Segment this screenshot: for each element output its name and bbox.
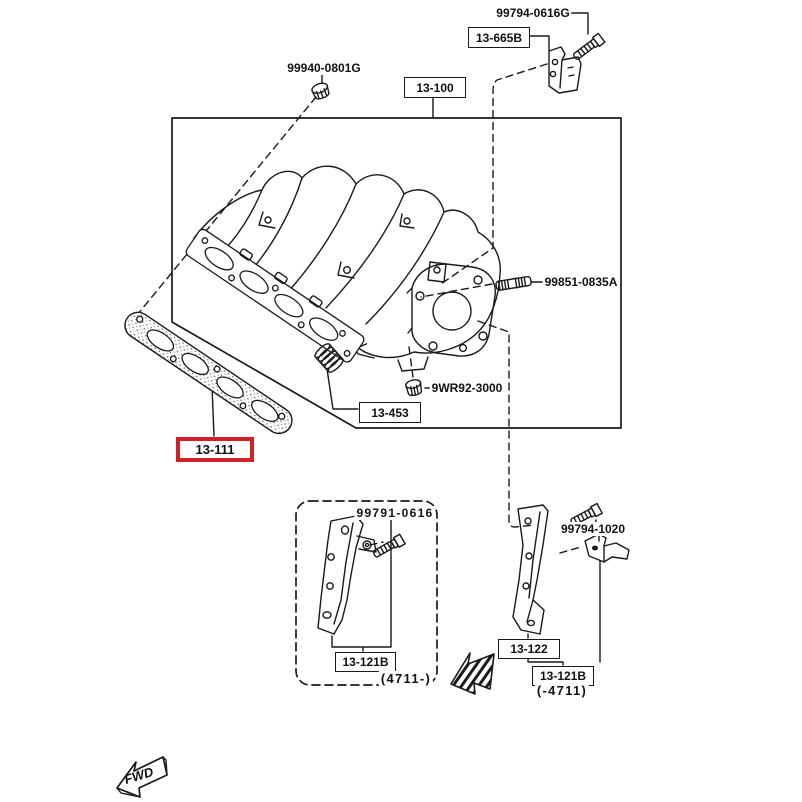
nut-99940-drawing [311,82,330,100]
callout-13-121B-late[interactable]: 13-121B [532,666,594,686]
callout-13-665B[interactable]: 13-665B [468,27,530,48]
callout-13-111-selected[interactable]: 13-111 [176,437,254,462]
spring-bolt-13-453-drawing [314,343,344,373]
callout-13-122[interactable]: 13-122 [498,639,560,659]
callout-13-100[interactable]: 13-100 [404,77,466,98]
stud-99851-drawing [495,275,532,291]
callout-9WR92-3000[interactable]: 9WR92-3000 [429,381,505,395]
gasket-13-111-drawing [124,311,293,435]
callout-4711-to[interactable]: (-4711) [534,683,590,698]
assembly-frame [171,117,622,429]
bracket-13-122-drawing [512,504,549,635]
callout-99851-0835A[interactable]: 99851-0835A [542,275,620,289]
option-group-box [295,500,438,686]
callout-4711-from[interactable]: (4711-) [378,671,434,686]
nut-9WR92-drawing [405,379,423,397]
intake-manifold-drawing [185,165,501,372]
bracket-13-121B-early-drawing [317,515,377,635]
solid-leader-lines [211,12,601,666]
bolt-99791-drawing [372,533,406,558]
section-arrow-icon [450,652,495,695]
callout-99794-1020[interactable]: 99794-1020 [558,522,628,536]
callout-99940-0801G[interactable]: 99940-0801G [285,61,363,75]
bracket-13-665B-drawing [548,46,582,94]
callout-13-453[interactable]: 13-453 [359,402,421,423]
fwd-arrow-icon [116,756,168,798]
callout-13-121B-early[interactable]: 13-121B [335,652,396,672]
callout-99791-0616[interactable]: 99791-0616 [354,506,436,520]
callout-99794-0616G[interactable]: 99794-0616G [494,6,572,20]
clip-bracket-drawing [584,533,630,563]
dashed-leader-lines [132,63,582,554]
